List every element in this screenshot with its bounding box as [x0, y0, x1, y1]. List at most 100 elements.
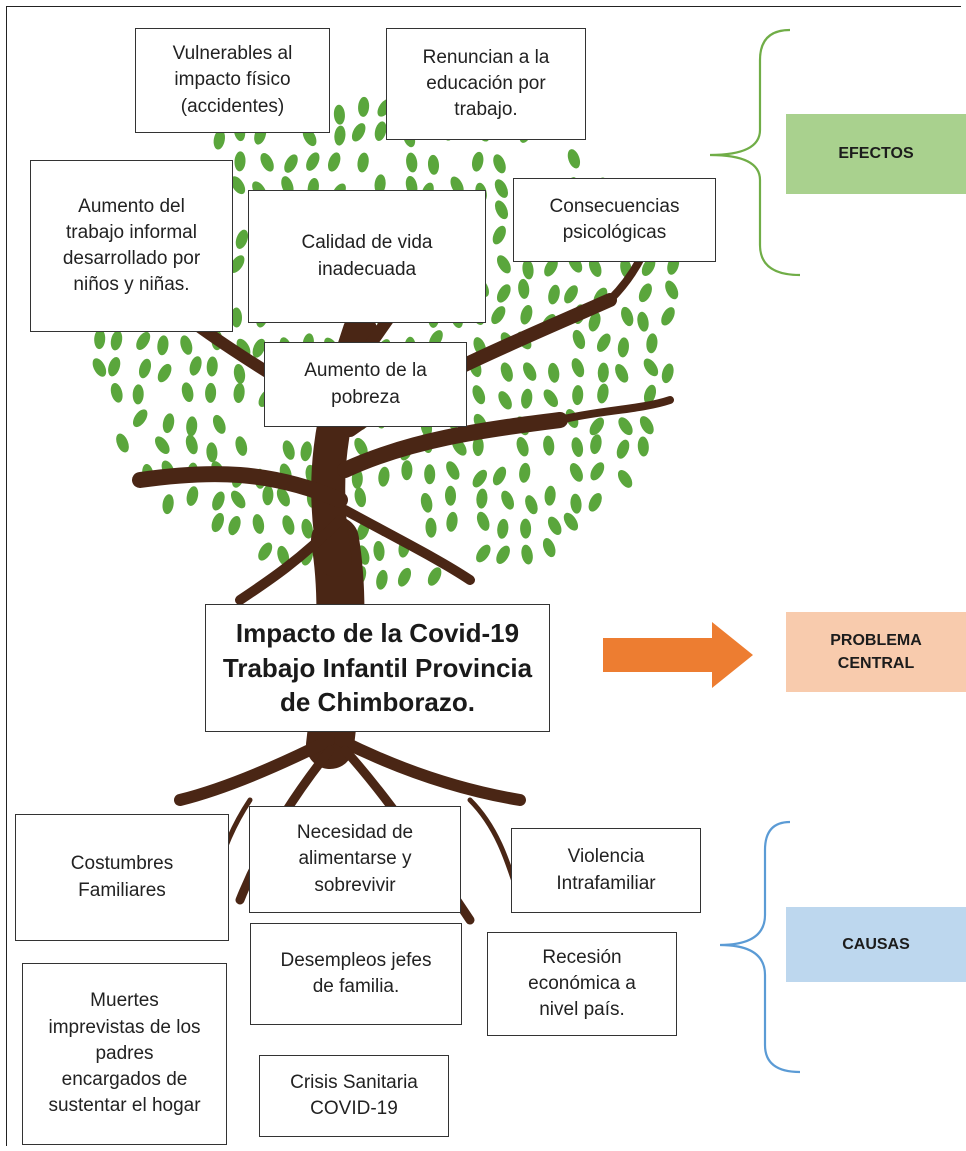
leaf-shape [354, 487, 367, 508]
leaf-shape [186, 486, 199, 506]
leaf-shape [181, 382, 194, 403]
leaf-shape [108, 357, 121, 377]
leaf-shape [590, 462, 605, 481]
leaf-shape [374, 174, 386, 195]
leaf-shape [92, 358, 107, 377]
leaf-shape [476, 544, 491, 563]
leaf-shape [472, 385, 486, 405]
cause-necesidad: Necesidad de alimentarse y sobrevivir [249, 806, 461, 913]
leaf-shape [492, 225, 506, 245]
leaf-shape [262, 485, 274, 506]
leaf-shape [406, 152, 418, 173]
leaf-shape [213, 129, 225, 150]
leaf-shape [493, 154, 506, 174]
effect-aumento-trabajo: Aumento del trabajo informal desarrollad… [30, 160, 233, 332]
leaf-shape [228, 515, 241, 536]
leaf-shape [212, 414, 226, 434]
leaf-shape [374, 121, 387, 141]
leaf-shape [230, 490, 246, 509]
leaf-shape [328, 152, 341, 172]
leaf-shape [548, 284, 560, 305]
leaf-shape [162, 494, 174, 515]
leaf-shape [282, 515, 295, 535]
cause-violencia: Violencia Intrafamiliar [511, 828, 701, 913]
leaf-shape [639, 416, 654, 435]
leaf-shape [544, 485, 556, 506]
leaf-shape [572, 329, 586, 350]
leaf-shape [548, 362, 560, 383]
cause-recesion: Recesión económica a nivel país. [487, 932, 677, 1036]
leaf-shape [643, 384, 657, 405]
leaf-shape [621, 306, 634, 327]
leaf-shape [589, 417, 605, 436]
leaf-shape [567, 149, 581, 169]
leaf-shape [233, 363, 246, 384]
leaf-shape [260, 153, 274, 172]
leaf-shape [494, 200, 509, 220]
leaf-shape [132, 409, 148, 428]
leaf-shape [500, 362, 513, 382]
leaf-shape [136, 331, 151, 350]
leaf-shape [206, 356, 218, 377]
leaf-shape [446, 461, 460, 480]
leaf-shape [333, 104, 345, 125]
leaf-shape [544, 258, 558, 277]
leaf-shape [235, 436, 248, 456]
cause-muertes: Muertes imprevistas de los padres encarg… [22, 963, 227, 1145]
leaf-shape [520, 305, 533, 325]
leaf-shape [516, 437, 529, 457]
cause-costumbres: Costumbres Familiares [15, 814, 229, 941]
leaf-shape [615, 363, 629, 383]
leaf-shape [230, 307, 243, 328]
leaf-shape [282, 440, 295, 460]
leaf-shape [597, 383, 609, 404]
leaf-shape [547, 516, 562, 535]
leaf-shape [571, 437, 584, 457]
leaf-shape [476, 511, 490, 531]
leaf-shape [376, 569, 388, 590]
leaf-shape [616, 439, 630, 459]
leaf-shape [476, 488, 488, 509]
leaf-shape [496, 545, 510, 564]
leaf-shape [211, 512, 224, 533]
leaf-shape [641, 257, 656, 276]
leaf-shape [472, 469, 488, 488]
leaf-shape [496, 284, 511, 303]
leaf-shape [571, 358, 585, 378]
leaf-shape [132, 384, 144, 405]
leaf-shape [471, 151, 484, 172]
brace-causas-shape [719, 820, 801, 1074]
leaf-shape [572, 385, 584, 406]
leaf-shape [523, 362, 537, 381]
leaf-shape [397, 567, 412, 587]
leaf-shape [230, 176, 246, 195]
central-problem-box: Impacto de la Covid-19 Trabajo Infantil … [205, 604, 550, 732]
leaf-shape [233, 383, 245, 403]
cause-crisis: Crisis Sanitaria COVID-19 [259, 1055, 449, 1137]
leaf-shape [212, 491, 225, 511]
leaf-shape [427, 567, 442, 586]
leaf-shape [284, 154, 298, 173]
leaf-shape [420, 492, 433, 513]
leaf-shape [498, 391, 512, 410]
leaf-shape [563, 512, 579, 531]
leaf-shape [235, 229, 249, 249]
leaf-shape [588, 257, 602, 277]
leaf-shape [472, 436, 484, 457]
leaf-shape [618, 417, 633, 436]
leaf-shape [116, 433, 129, 453]
leaf-shape [569, 463, 583, 482]
leaf-shape [543, 389, 559, 408]
leaf-shape [205, 382, 217, 403]
cause-desempleos: Desempleos jefes de familia. [250, 923, 462, 1025]
leaf-shape [229, 255, 245, 273]
leaf-shape [252, 514, 265, 534]
leaf-shape [494, 179, 509, 198]
leaf-shape [277, 545, 290, 566]
leaf-shape [334, 125, 346, 146]
leaf-shape [570, 493, 582, 514]
leaf-shape [378, 466, 390, 487]
leaf-shape [542, 538, 556, 558]
leaf-shape [637, 436, 649, 457]
leaf-shape [189, 356, 202, 376]
